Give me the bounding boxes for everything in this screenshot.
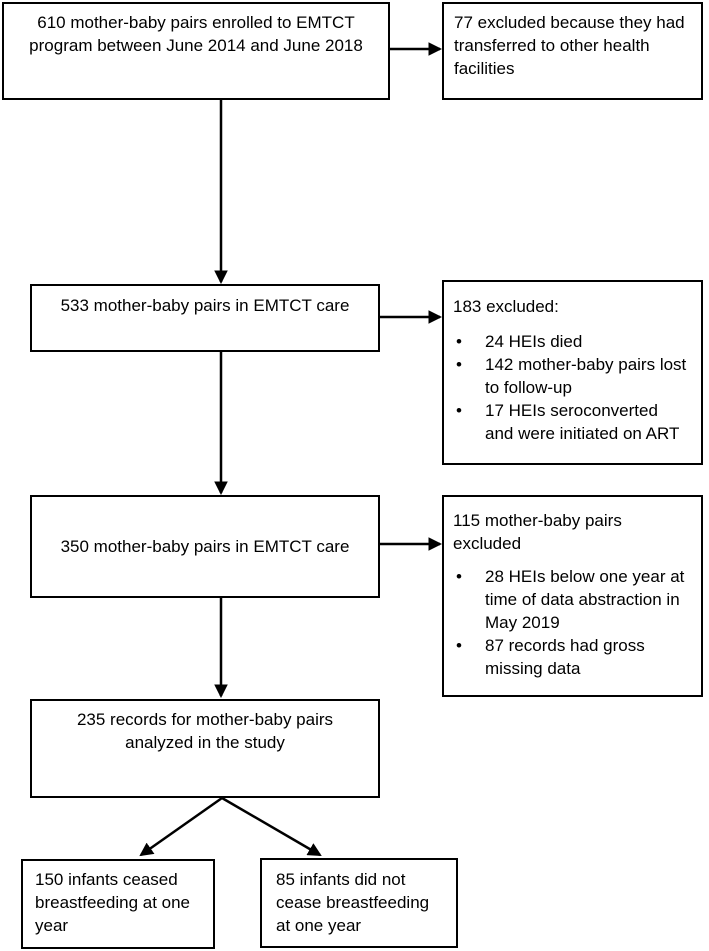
bullet-text: 28 HEIs below one year at time of data a… [485, 567, 685, 632]
bullet-icon: • [456, 355, 462, 374]
arrow-analyzed-to-notceased [221, 796, 322, 857]
list-item: • 142 mother-baby pairs lost to follow-u… [453, 353, 695, 399]
bullet-icon: • [456, 332, 462, 351]
excluded-183-heading: 183 excluded: [453, 297, 559, 316]
node-not-ceased-breastfeeding-85: 85 infants did not cease breastfeeding a… [260, 858, 458, 948]
node-emtct-care-350: 350 mother-baby pairs in EMTCT care [30, 495, 380, 598]
bullet-icon: • [456, 567, 462, 586]
bullet-text: 142 mother-baby pairs lost to follow-up [485, 355, 687, 397]
list-item: • 28 HEIs below one year at time of data… [453, 565, 695, 634]
node-excluded-183: 183 excluded: • 24 HEIs died • 142 mothe… [442, 280, 703, 465]
list-item: • 24 HEIs died [453, 330, 695, 353]
node-excluded-115: 115 mother-baby pairs excluded • 28 HEIs… [442, 495, 703, 697]
node-ceased-breastfeeding-150: 150 infants ceased breastfeeding at one … [21, 859, 215, 949]
bullet-icon: • [456, 636, 462, 655]
bullet-text: 24 HEIs died [485, 332, 583, 351]
node-enrolled-610: 610 mother-baby pairs enrolled to EMTCT … [2, 2, 390, 100]
list-item: • 17 HEIs seroconverted and were initiat… [453, 399, 695, 445]
excluded-115-bullet-list: • 28 HEIs below one year at time of data… [453, 565, 695, 680]
excluded-183-bullet-list: • 24 HEIs died • 142 mother-baby pairs l… [453, 330, 695, 445]
node-emtct-care-533: 533 mother-baby pairs in EMTCT care [30, 284, 380, 352]
excluded-115-heading: 115 mother-baby pairs excluded [453, 511, 622, 553]
bullet-icon: • [456, 401, 462, 420]
list-item: • 87 records had gross missing data [453, 634, 695, 680]
bullet-text: 17 HEIs seroconverted and were initiated… [485, 401, 680, 443]
bullet-text: 87 records had gross missing data [485, 636, 645, 678]
node-excluded-77-transferred: 77 excluded because they had transferred… [442, 2, 703, 100]
node-analyzed-235: 235 records for mother-baby pairs analyz… [30, 699, 380, 798]
arrow-analyzed-to-ceased [139, 796, 223, 857]
